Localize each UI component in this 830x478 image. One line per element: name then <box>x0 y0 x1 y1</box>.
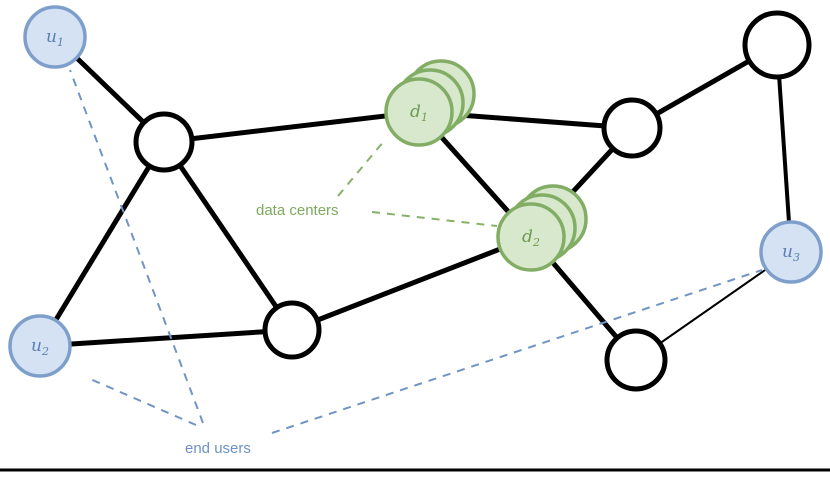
edge-r2-d2 <box>289 234 534 333</box>
leader-eu-u2-icon <box>87 377 197 426</box>
leader-lines-layer <box>69 69 763 434</box>
node-label-u3: u3 <box>782 242 800 264</box>
data-center-node-d1[interactable]: d1 <box>384 59 476 147</box>
end-user-circle-u2 <box>8 314 72 378</box>
leader-eu-u1-icon <box>69 69 204 424</box>
router-circle-r2 <box>262 300 322 360</box>
nodes-layer: d1 d2 u1 u2 u3 <box>8 5 823 392</box>
data-center-disk-d2-0 <box>496 202 566 272</box>
edge-u2-r2 <box>37 327 295 349</box>
end-user-circle-u1 <box>23 5 87 69</box>
end-user-circle-u3 <box>759 220 823 284</box>
end-user-node-u3[interactable]: u3 <box>759 220 823 284</box>
router-circle-r4 <box>742 10 812 80</box>
router-node-r1[interactable] <box>133 111 195 173</box>
end-user-node-u1[interactable]: u1 <box>23 5 87 69</box>
router-node-r2[interactable] <box>262 300 322 360</box>
leader-dc-d2-icon <box>371 211 498 227</box>
data-center-disk-d1-0 <box>384 77 454 147</box>
node-label-d2: d2 <box>522 227 540 249</box>
leader-eu-u3-icon <box>271 269 763 434</box>
edge-r1-d1 <box>161 109 422 145</box>
router-node-r5[interactable] <box>604 328 668 392</box>
node-label-u2: u2 <box>31 336 49 358</box>
router-circle-r1 <box>133 111 195 173</box>
data-center-node-d2[interactable]: d2 <box>496 184 588 272</box>
router-circle-r3 <box>601 97 663 159</box>
edge-r1-r2 <box>161 139 295 333</box>
edge-r1-u2 <box>37 139 167 349</box>
node-label-u1: u1 <box>46 27 64 49</box>
annotation-data-centers: data centers <box>256 202 339 219</box>
router-circle-r5 <box>604 328 668 392</box>
node-label-d1: d1 <box>410 102 428 124</box>
end-user-node-u2[interactable]: u2 <box>8 314 72 378</box>
router-node-r3[interactable] <box>601 97 663 159</box>
edge-r4-u3 <box>775 43 793 254</box>
annotation-end-users: end users <box>185 440 251 457</box>
leader-dc-d1-icon <box>337 140 385 197</box>
router-node-r4[interactable] <box>742 10 812 80</box>
